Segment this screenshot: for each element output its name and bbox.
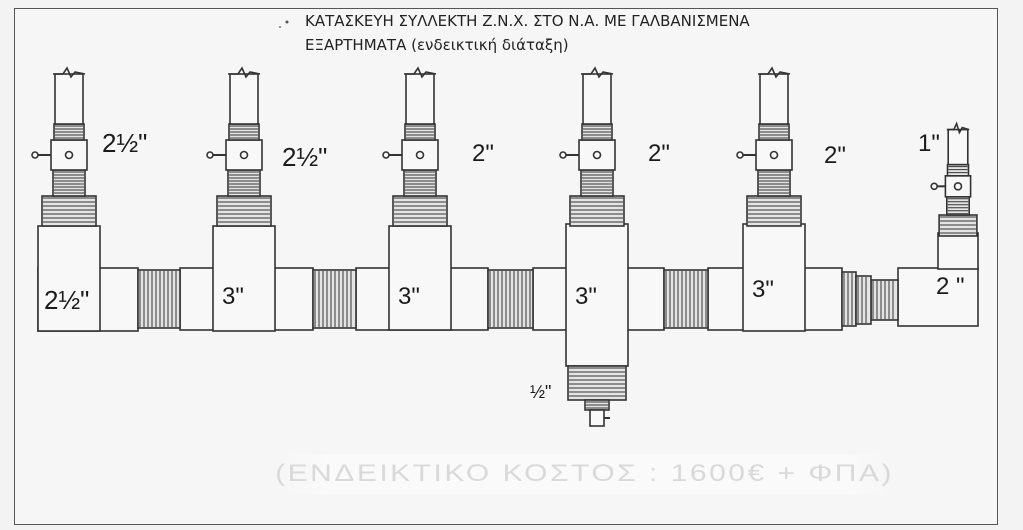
tee-body-4 (565, 223, 629, 367)
drawing-frame (14, 8, 998, 525)
faded-cost-note: (ΕΝΔΕΙΚΤΙΚΟ ΚΟΣΤΟΣ : 1600€ + ΦΠΑ) (276, 454, 892, 494)
nipple-1 (137, 269, 181, 329)
branch-6-thread (945, 196, 970, 216)
branch-3-pipe (405, 73, 435, 125)
branch-4-break-mark (581, 66, 614, 79)
branch-1-pipe (54, 73, 84, 125)
header-size-4: 3" (575, 283, 597, 310)
reducer-coupling (855, 275, 872, 325)
speck (279, 26, 281, 28)
drawing-title-line2: ΕΞΑΡΤΗΜΑΤΑ (ενδεικτική διάταξη) (305, 36, 569, 54)
header-size-2: 3" (222, 283, 244, 310)
branch-2-break-mark (228, 66, 261, 79)
tee-body-3 (388, 225, 452, 331)
branch-5-pipe (759, 73, 789, 125)
branch-6-break-mark (946, 121, 970, 135)
header-size-6: 2 " (936, 273, 965, 300)
branch-6-valve-stem (953, 182, 963, 191)
branch-4-valve-stem (592, 150, 602, 160)
tee-body-5 (742, 223, 806, 332)
header-pipe-6 (897, 267, 979, 327)
branch-4-nut (569, 195, 625, 227)
cost-note-text: (ΕΝΔΕΙΚΤΙΚΟ ΚΟΣΤΟΣ : 1600€ + ΦΠΑ) (275, 460, 895, 487)
branch-4-thread (580, 169, 614, 197)
branch-size-3: 2" (472, 140, 494, 167)
branch-size-1: 2½" (102, 128, 148, 158)
drain-size: ½" (530, 382, 552, 402)
branch-1-thread (52, 169, 86, 197)
branch-5-valve-stem (769, 150, 779, 160)
header-size-5: 3" (752, 276, 774, 303)
branch-3-break-mark (404, 66, 437, 79)
branch-size-4: 2" (648, 140, 670, 167)
branch-5-handle-knob (736, 151, 744, 159)
drain-nut (567, 365, 627, 401)
branch-6-handle-knob (930, 182, 939, 191)
branch-4-pipe (582, 73, 612, 125)
branch-size-5: 2" (824, 142, 846, 169)
branch-2-nut (216, 195, 272, 227)
branch-2-thread (227, 169, 261, 197)
tee-body-2 (212, 225, 276, 332)
branch-3-handle-knob (382, 151, 390, 159)
drawing-title-line1: ΚΑΤΑΣΚΕΥΗ ΣΥΛΛΕΚΤΗ Ζ.Ν.Χ. ΣΤΟ Ν.Α. ΜΕ ΓΑ… (305, 12, 750, 30)
branch-1-nut (41, 195, 97, 227)
branch-size-2: 2½" (282, 142, 328, 172)
drain-valve (589, 409, 605, 427)
branch-2-handle-knob (206, 151, 214, 159)
branch-size-6: 1" (918, 130, 940, 157)
branch-1-valve-stem (64, 150, 74, 160)
branch-5-nut (746, 195, 802, 227)
header-size-1: 2½" (44, 285, 90, 315)
header-size-3: 3" (398, 283, 420, 310)
branch-1-break-mark (53, 66, 86, 79)
branch-2-valve-stem (239, 150, 249, 160)
branch-6-pipe (947, 128, 969, 166)
branch-5-break-mark (758, 66, 791, 79)
end-tee-riser (937, 232, 979, 270)
branch-4-handle-knob (559, 151, 567, 159)
tee-body-1 (37, 225, 101, 332)
speck (285, 20, 289, 24)
branch-1-handle-knob (31, 151, 39, 159)
branch-2-pipe (229, 73, 259, 125)
branch-3-thread (403, 169, 437, 197)
branch-3-valve-stem (415, 150, 425, 160)
branch-5-thread (757, 169, 791, 197)
